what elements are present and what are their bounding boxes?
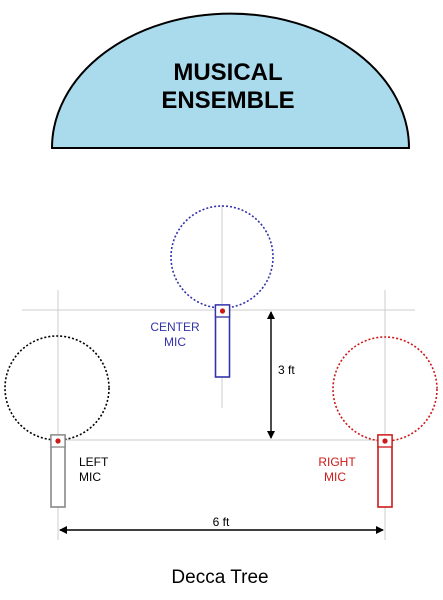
center-mic-label-line2: MIC	[164, 335, 186, 349]
center-mic-pickup-circle	[170, 205, 274, 309]
right-mic-label-line2: MIC	[324, 470, 346, 484]
ensemble-label-line2: ENSEMBLE	[161, 87, 294, 114]
ensemble-label-line1: MUSICAL	[173, 59, 282, 86]
vertical-dimension-label: 3 ft	[278, 363, 295, 377]
horizontal-dimension-label: 6 ft	[213, 515, 230, 529]
center-mic-dot	[219, 308, 226, 314]
left-mic-label-line2: MIC	[79, 470, 101, 484]
left-mic-pickup-circle	[4, 335, 110, 441]
diagram-caption: Decca Tree	[171, 567, 268, 588]
right-mic-label-line1: RIGHT	[318, 455, 356, 469]
left-mic-dot	[55, 438, 61, 444]
left-mic-label-line1: LEFT	[79, 455, 109, 469]
ensemble-stage-shape	[50, 12, 411, 149]
right-mic-dot	[382, 438, 388, 444]
center-mic-label-line1: CENTER	[150, 320, 200, 334]
